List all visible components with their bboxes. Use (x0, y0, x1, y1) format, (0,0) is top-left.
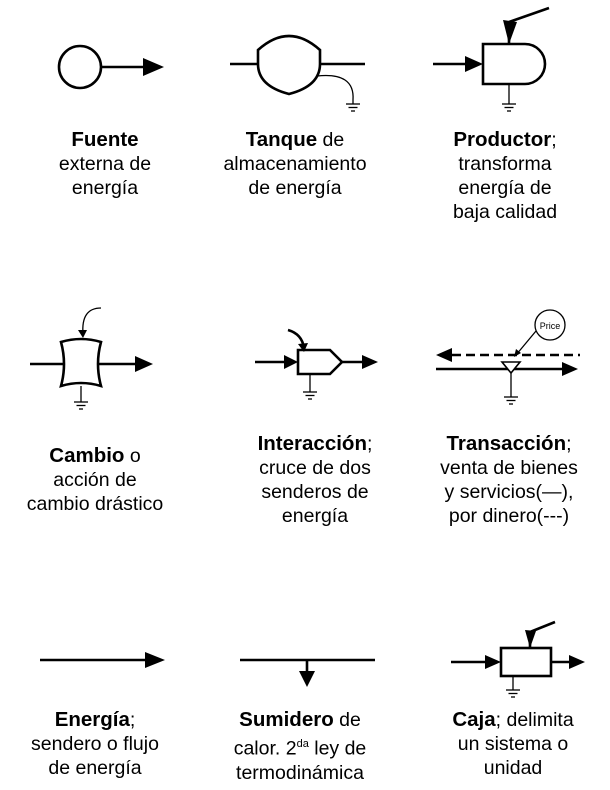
caption-cambio: Cambio o acción de cambio drástico (26, 444, 164, 515)
caption-sumidero: Sumidero de calor. 2da ley de termodinám… (205, 708, 395, 785)
transaccion-symbol-icon: Price (436, 309, 580, 405)
caption-title: Sumidero (239, 708, 334, 731)
caption-title: Interacción (257, 432, 367, 455)
caption-caja: Caja; delimita un sistema o unidad (452, 708, 574, 779)
caption-title: Energía (54, 708, 130, 731)
caption-productor: Productor; transforma energía de baja ca… (452, 128, 558, 223)
caption-transaccion: Transacción; venta de bienes y servicios… (440, 432, 578, 527)
interaccion-symbol-icon (255, 328, 378, 400)
caption-title: Tanque (245, 128, 318, 151)
productor-symbol-icon (433, 6, 550, 112)
caption-fuente: Fuente externa de energía (58, 128, 152, 199)
fuente-symbol-icon (57, 44, 164, 90)
caption-energia: Energía; sendero o flujo de energía (31, 708, 159, 779)
energia-symbol-icon (40, 652, 165, 668)
cambio-symbol-icon (30, 307, 153, 410)
caption-title: Caja (452, 708, 496, 731)
caption-title: Productor (453, 128, 552, 151)
caption-title: Fuente (71, 128, 139, 151)
caja-symbol-icon (451, 620, 585, 698)
sumidero-symbol-icon (240, 658, 375, 687)
caption-interaccion: Interacción; cruce de dos senderos de en… (257, 432, 373, 527)
sumidero-line-2: calor. 2da ley de (233, 737, 367, 760)
price-tag-text: Price (540, 321, 561, 331)
caption-title: Transacción (446, 432, 567, 455)
caption-title: Cambio (49, 444, 125, 467)
caption-tanque: Tanque de almacenamiento de energía (223, 128, 367, 199)
superscript-da: da (296, 738, 309, 750)
tanque-symbol-icon (230, 34, 365, 112)
